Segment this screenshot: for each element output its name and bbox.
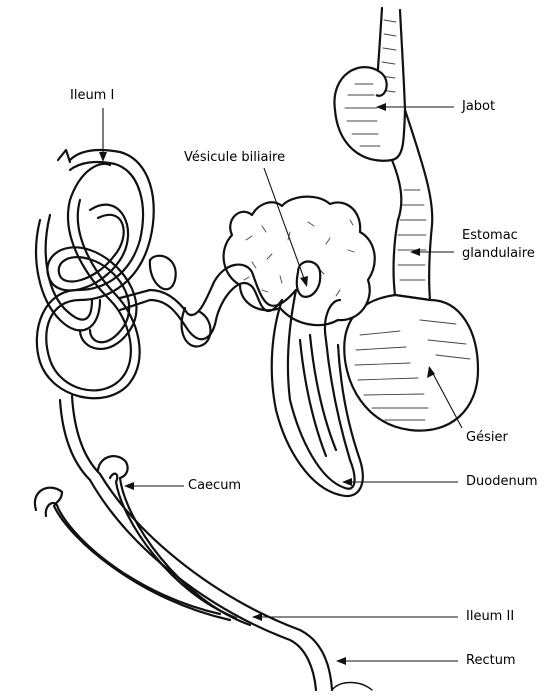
label-estomac: Estomac [462,228,518,244]
gesier-gizzard [344,295,478,431]
label-glandulaire: glandulaire [462,246,535,262]
label-jabot: Jabot [462,99,495,115]
label-ileum-2: Ileum II [466,609,514,625]
label-duodenum: Duodenum [466,474,538,490]
label-vesicule-biliaire: Vésicule biliaire [184,150,285,166]
label-rectum: Rectum [466,653,516,669]
label-ileum-1: Ileum I [70,88,114,104]
label-caecum: Caecum [188,478,241,494]
pancreas-mass [224,197,375,326]
jabot-crop [334,67,405,161]
label-gesier: Gésier [466,430,508,446]
rectum [90,474,372,690]
ileum-coils [36,150,154,480]
